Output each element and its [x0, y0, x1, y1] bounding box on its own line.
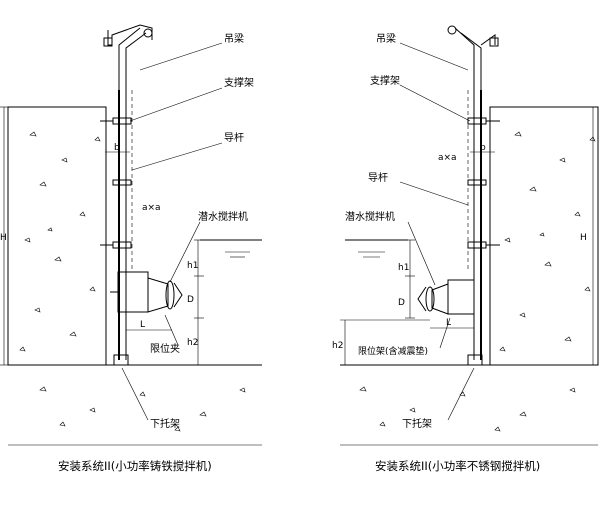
right-label-guide-rod: 导杆 [368, 172, 388, 184]
right-label-mixer: 潜水搅拌机 [345, 210, 395, 223]
left-wall-texture [19, 131, 101, 352]
right-dim-axa: a×a [438, 153, 457, 163]
left-upper-bracket [112, 117, 132, 125]
left-caption: 安装系统II(小功率铸铁搅拌机) [58, 459, 212, 473]
left-bottom-bracket [113, 354, 129, 366]
right-upper-bracket [467, 117, 487, 125]
left-label-hanger: 吊梁 [224, 32, 244, 45]
right-dim-h1: h1 [398, 263, 409, 273]
left-dim-D: D [187, 295, 194, 305]
left-dim-L: L [140, 320, 145, 330]
right-label-bottom-bracket: 下托架 [402, 417, 432, 430]
left-dim-axa: a×a [142, 203, 161, 213]
left-dim-h1: h1 [187, 261, 198, 271]
right-drawing: H [332, 25, 599, 473]
left-floor-texture [39, 386, 246, 432]
left-label-bracket: 支撑架 [224, 76, 254, 89]
right-caption: 安装系统II(小功率不锈钢搅拌机) [375, 459, 540, 473]
left-dim-b: b [114, 143, 120, 153]
right-bottom-bracket [467, 354, 483, 366]
left-label-guide-rod: 导杆 [224, 132, 244, 144]
right-floor-texture [359, 386, 576, 432]
left-dim-h2: h2 [187, 338, 198, 348]
left-label-limit-clamp: 限位夹 [150, 342, 180, 355]
right-dim-D: D [398, 298, 405, 308]
left-dim-H: H [0, 233, 7, 243]
right-hanger-beam [454, 27, 475, 90]
left-wall [7, 106, 107, 366]
left-label-bottom-bracket: 下托架 [150, 417, 180, 430]
right-dim-H: H [580, 233, 587, 243]
right-label-limit-bracket: 限位架(含减震垫) [358, 345, 428, 357]
right-dim-b: b [480, 143, 486, 153]
left-mixer [110, 271, 183, 313]
right-dim-h2: h2 [332, 341, 343, 351]
left-label-mixer: 潜水搅拌机 [198, 210, 248, 223]
right-label-bracket: 支撑架 [370, 74, 400, 87]
right-label-hanger: 吊梁 [376, 32, 396, 45]
right-mixer [417, 279, 475, 315]
right-wall-texture [499, 131, 596, 352]
left-hanger-beam [107, 24, 153, 46]
left-drawing: H [0, 24, 262, 473]
